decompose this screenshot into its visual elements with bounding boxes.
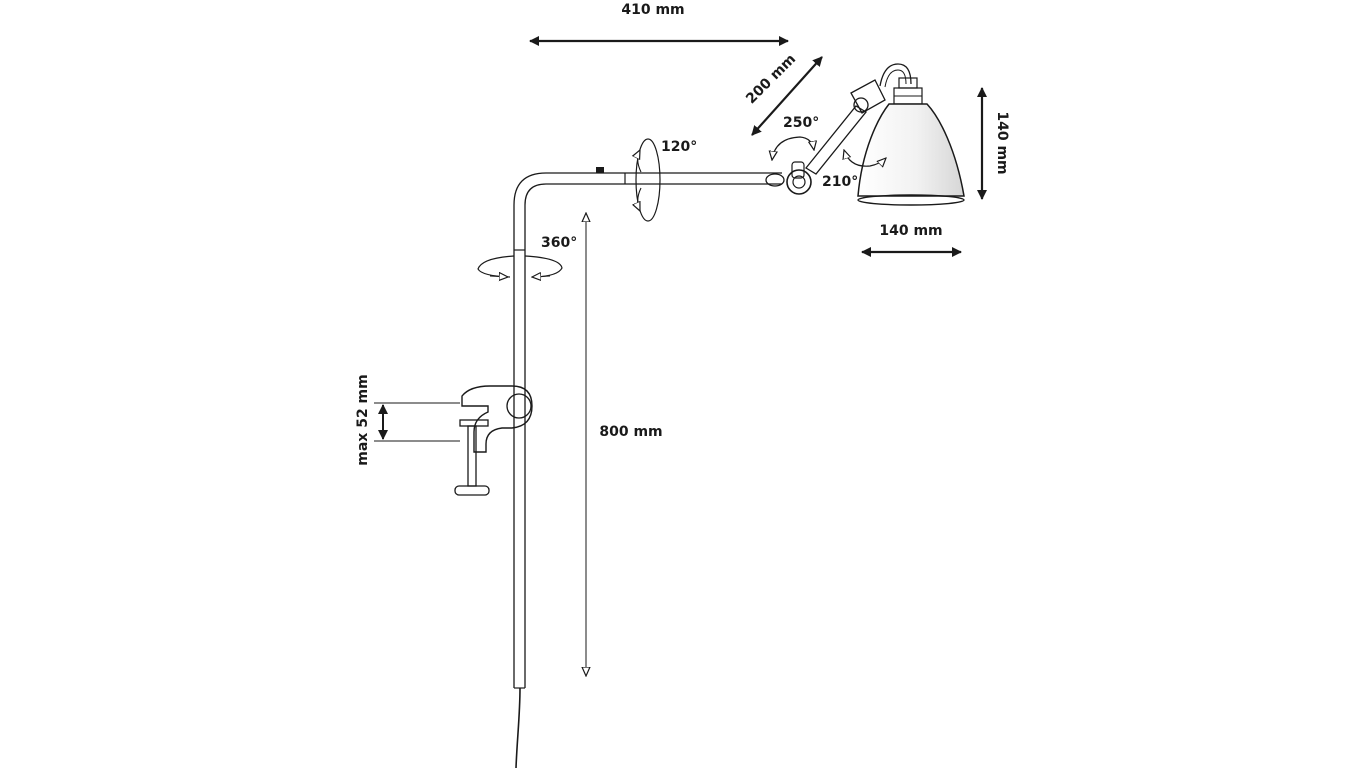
- lamp-pole: [513, 172, 782, 688]
- lamp-shade: [857, 103, 965, 197]
- elbow-angle-arc: [772, 136, 814, 160]
- base-rotation-label: 360°: [541, 235, 577, 251]
- shade-angle-arc: [844, 150, 886, 166]
- clamp-max-label: max 52 mm: [355, 374, 371, 465]
- arm-segment-label: 200 mm: [743, 51, 799, 107]
- clamp-knob: [506, 393, 532, 419]
- rotation-indicators: [477, 136, 886, 278]
- pole-rotation-arrow-right: [532, 276, 551, 277]
- lamp-body: [454, 63, 965, 768]
- shade-hook: [879, 63, 912, 87]
- shade-socket: [893, 77, 923, 105]
- elbow-joint: [765, 161, 812, 195]
- shade-rim: [857, 194, 965, 206]
- shade-width-label: 140 mm: [879, 223, 942, 239]
- pole-rotation-arrow-left: [489, 276, 508, 277]
- pole-rotation-back: [477, 255, 563, 278]
- shade-height-label: 140 mm: [994, 111, 1010, 174]
- height-label: 800 mm: [599, 424, 662, 440]
- head-bracket: [850, 79, 886, 114]
- clamp-jaw: [459, 419, 489, 427]
- labels: 410 mm 200 mm 800 mm 140 mm 140 mm max 5…: [355, 2, 1010, 466]
- clamp-screw-handle: [454, 485, 490, 496]
- shade-tilt-label: 210°: [822, 174, 858, 190]
- desk-clamp: [454, 385, 533, 496]
- arm-segment-arrow: [751, 56, 823, 136]
- shade-hook-inner: [884, 69, 907, 88]
- elbow-angle-label: 250°: [783, 115, 819, 131]
- dimension-lines: [374, 36, 987, 676]
- arm-rotation-ellipse: [635, 138, 661, 222]
- arm-switch: [596, 167, 604, 173]
- upper-arm: [805, 105, 867, 175]
- clamp-screw: [467, 425, 477, 487]
- arm-rotation-label: 120°: [661, 139, 697, 155]
- arm-rotation-arrow-up: [638, 150, 642, 173]
- arm-length-label: 410 mm: [621, 2, 684, 18]
- arm-rotation-arrow-down: [638, 187, 642, 211]
- power-cord: [515, 687, 521, 768]
